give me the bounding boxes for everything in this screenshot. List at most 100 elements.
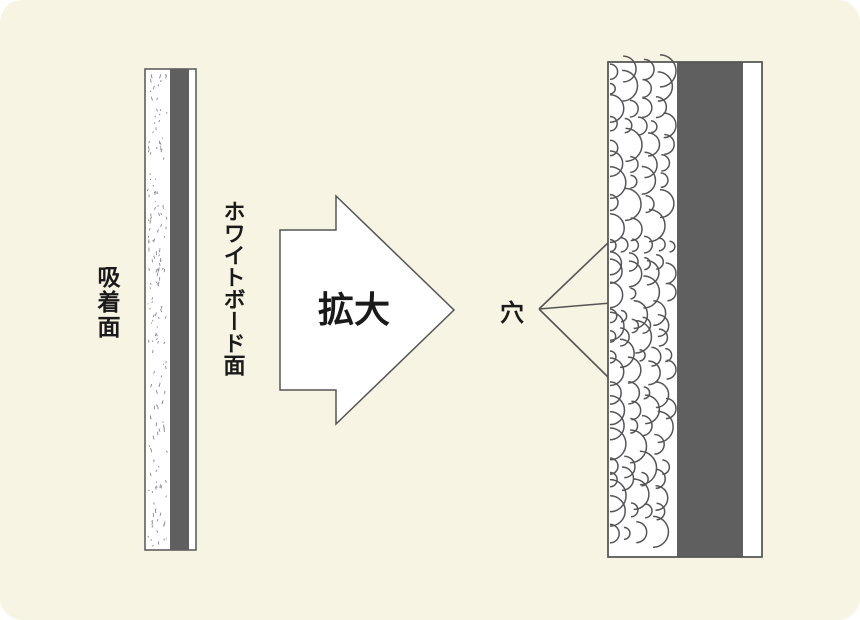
speckle-mark bbox=[163, 538, 165, 541]
hole-arc bbox=[630, 417, 639, 434]
speckle-mark bbox=[165, 495, 167, 498]
hole-arc bbox=[655, 484, 669, 512]
speckle-mark bbox=[149, 282, 152, 285]
hole-arc bbox=[655, 468, 666, 490]
speckle-mark bbox=[158, 212, 160, 217]
speckle-mark bbox=[156, 518, 159, 522]
speckle-mark bbox=[151, 297, 154, 300]
hole-arc bbox=[625, 187, 642, 222]
speckle-mark bbox=[151, 525, 154, 528]
speckle-mark bbox=[157, 465, 160, 468]
speckle-mark bbox=[149, 173, 151, 176]
hole-arc bbox=[609, 150, 624, 178]
hole-arc bbox=[619, 338, 635, 369]
speckle-mark bbox=[155, 390, 158, 394]
speckle-mark bbox=[166, 111, 168, 114]
magnify-label: 拡大 bbox=[318, 290, 390, 331]
hole-arc bbox=[645, 195, 655, 214]
speckle-mark bbox=[149, 90, 152, 93]
hole-arc bbox=[630, 155, 639, 174]
hole-arc bbox=[609, 478, 627, 513]
hole-arc bbox=[645, 503, 653, 519]
hole-arc bbox=[646, 259, 660, 286]
speckle-mark bbox=[148, 228, 151, 231]
speckle-mark bbox=[164, 316, 167, 319]
hole-arc bbox=[645, 394, 661, 425]
speckle-mark bbox=[151, 521, 154, 526]
hole-arc bbox=[609, 281, 624, 309]
hole-arc bbox=[656, 502, 666, 521]
hole-arc bbox=[636, 521, 648, 544]
speckle-mark bbox=[160, 375, 163, 378]
hole-arc bbox=[623, 526, 631, 541]
hole-arc bbox=[609, 63, 619, 81]
speckle-mark bbox=[153, 371, 155, 374]
magnify-arrow bbox=[279, 194, 456, 426]
speckle-mark bbox=[161, 267, 164, 270]
speckle-mark bbox=[149, 287, 152, 289]
hole-arc bbox=[609, 427, 627, 461]
speckle-mark bbox=[149, 472, 152, 477]
speckle-mark bbox=[160, 305, 163, 309]
hole-arc bbox=[609, 350, 617, 364]
speckle-mark bbox=[157, 268, 159, 273]
hole-arc bbox=[609, 93, 625, 123]
small-sheet-core bbox=[170, 69, 189, 550]
speckle-mark bbox=[158, 119, 161, 123]
hole-arc bbox=[651, 120, 658, 134]
speckle-mark bbox=[155, 486, 157, 490]
speckle-mark bbox=[154, 332, 157, 337]
speckle-mark bbox=[157, 341, 159, 344]
speckle-mark bbox=[159, 260, 162, 263]
speckle-mark bbox=[151, 349, 154, 354]
hole-arc bbox=[609, 357, 625, 387]
magnified-sheet-core bbox=[677, 62, 743, 557]
hole-arc bbox=[629, 99, 639, 118]
speckle-mark bbox=[148, 489, 150, 492]
hole-arc bbox=[609, 82, 616, 95]
hole-arc bbox=[609, 213, 625, 244]
hole-arc bbox=[632, 238, 640, 253]
hole-arc bbox=[643, 386, 651, 400]
hole-arc bbox=[641, 165, 657, 195]
hole-arc bbox=[642, 78, 653, 99]
speckle-mark bbox=[153, 191, 156, 194]
hole-arc bbox=[665, 262, 677, 285]
speckle-mark bbox=[159, 74, 162, 78]
hole-arc bbox=[635, 319, 653, 354]
hole-arc bbox=[628, 381, 640, 405]
hole-arc bbox=[652, 515, 670, 549]
speckle-mark bbox=[152, 544, 154, 547]
speckle-mark bbox=[152, 85, 155, 90]
hole-arc bbox=[625, 127, 643, 163]
speckle-mark bbox=[149, 216, 152, 220]
hole-arc bbox=[658, 237, 666, 252]
speckle-mark bbox=[160, 308, 163, 313]
speckle-mark bbox=[148, 140, 150, 144]
hole-arc bbox=[661, 154, 671, 172]
hole-arc bbox=[609, 251, 623, 276]
speckle-mark bbox=[165, 479, 167, 483]
hole-arc bbox=[641, 471, 649, 487]
hole-arc bbox=[609, 381, 622, 405]
hole-arc bbox=[630, 502, 639, 518]
hole-arc bbox=[642, 316, 652, 334]
speckle-mark bbox=[155, 108, 158, 112]
speckle-mark bbox=[150, 383, 152, 388]
hole-arc bbox=[624, 117, 633, 134]
speckle-mark bbox=[156, 191, 158, 194]
hole-arc bbox=[669, 240, 676, 253]
speckle-mark bbox=[161, 400, 164, 404]
hole-arc bbox=[609, 494, 626, 527]
hole-arc bbox=[609, 329, 617, 343]
speckle-mark bbox=[152, 184, 155, 187]
speckle-mark bbox=[160, 79, 162, 83]
hole-arc bbox=[665, 347, 673, 363]
hole-arc bbox=[643, 58, 655, 81]
holes-label: 穴 bbox=[500, 299, 524, 327]
speckle-mark bbox=[159, 512, 162, 516]
whiteboard-surface-label: ホワイトボード面 bbox=[220, 200, 246, 377]
speckle-mark bbox=[158, 428, 161, 432]
